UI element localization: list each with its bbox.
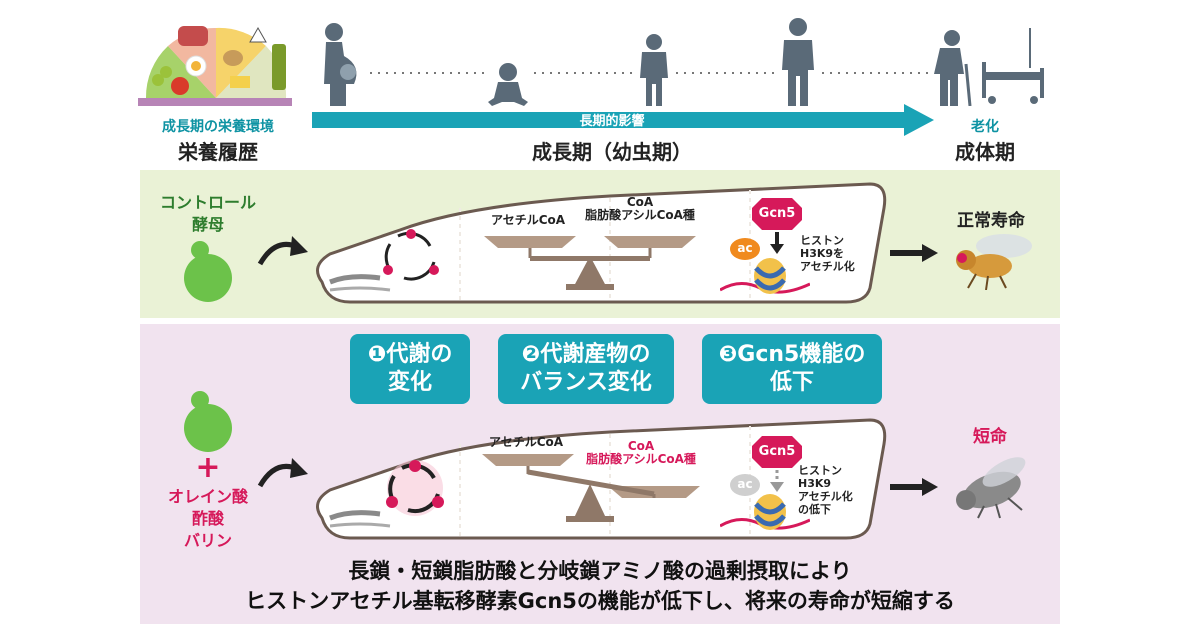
timeline-dots <box>822 72 932 74</box>
timeline-dots <box>370 72 490 74</box>
treatment-label-line3: バリン <box>183 531 232 550</box>
effect-3-line2: 低下 <box>769 370 814 395</box>
nutrition-history-title: 栄養履歴 <box>178 140 258 164</box>
fly-dead-icon <box>956 457 1026 519</box>
nucleosome-icon <box>720 494 810 530</box>
effect-box-3: ❸Gcn5機能の 低下 <box>702 334 882 404</box>
dashed-down-arrow-icon <box>770 470 784 492</box>
effect-3-line1: ❸Gcn5機能の <box>702 341 882 369</box>
treatment-label-line1: オレイン酸 <box>167 487 248 506</box>
short-lifespan-label: 短命 <box>973 427 1007 447</box>
control-yeast-label-line2: 酵母 <box>191 215 224 234</box>
ac-badge-icon <box>730 238 760 260</box>
aging-caption: 老化 <box>971 119 999 135</box>
curved-arrow-icon <box>257 458 308 488</box>
effect-1-line2: 変化 <box>387 370 432 395</box>
treatment-label-line2: 酢酸 <box>191 509 224 528</box>
control-yeast-label-line1: コントロール <box>159 193 256 212</box>
metabolic-cycle-altered-icon <box>386 460 444 516</box>
plus-sign: + <box>195 450 221 485</box>
effect-1-text1: 代謝の <box>386 342 453 367</box>
treatment-ac-label: ac <box>737 477 753 491</box>
child-icon <box>640 34 668 106</box>
effect-1-number: ❶ <box>367 342 387 367</box>
fly-alive-icon <box>956 234 1032 290</box>
control-coa-line2: 脂肪酸アシルCoA種 <box>585 208 695 222</box>
treatment-histone-line2: H3K9 <box>798 477 832 490</box>
timeline-dots <box>676 72 776 74</box>
treatment-histone-line3: アセチル化 <box>798 490 853 503</box>
treatment-histone-line4: の低下 <box>798 503 831 516</box>
effect-3-number: ❸ <box>718 342 738 367</box>
treatment-histone-label: ヒストン H3K9 アセチル化 の低下 <box>798 464 868 516</box>
effect-box-1: ❶代謝の 変化 <box>350 334 470 404</box>
long-term-arrow <box>312 104 934 136</box>
summary-line-2: ヒストンアセチル基転移酵素Gcn5の機能が低下し、将来の寿命が短縮する <box>245 589 955 613</box>
gcn5-enzyme-icon <box>752 198 802 230</box>
control-larva <box>316 182 887 304</box>
ac-badge-faded-icon <box>730 474 760 496</box>
control-histone-line1: ヒストン <box>800 234 844 247</box>
effect-2-number: ❷ <box>521 342 541 367</box>
control-gcn5-label: Gcn5 <box>758 206 796 221</box>
effect-2-line2: バランス変化 <box>520 370 652 395</box>
control-acetyl-coa-label: アセチルCoA <box>490 213 566 227</box>
effect-3-text1: Gcn5機能の <box>737 342 866 367</box>
balance-scale-icon <box>484 236 696 290</box>
summary-line-1: 長鎖・短鎖脂肪酸と分岐鎖アミノ酸の過剰摂取により <box>348 559 852 583</box>
right-arrow-icon <box>890 244 938 262</box>
long-term-caption: 長期的影響 <box>579 114 645 129</box>
effect-box-2: ❷代謝産物の バランス変化 <box>498 334 674 404</box>
gcn5-enzyme-icon <box>752 436 802 468</box>
treatment-coa-label: CoA 脂肪酸アシルCoA種 <box>576 440 706 466</box>
control-coa-line1: CoA <box>626 195 654 209</box>
curved-arrow-icon <box>257 236 308 266</box>
nucleosome-icon <box>720 258 810 294</box>
growth-stage-title: 成長期（幼虫期） <box>532 140 692 164</box>
effect-1-line1: ❶代謝の <box>350 341 470 369</box>
elderly-with-bed-icon <box>934 28 1044 106</box>
metabolic-cycle-icon <box>383 229 439 281</box>
treatment-nutrient-label: オレイン酸 酢酸 バリン <box>148 486 268 552</box>
tilted-balance-scale-icon <box>482 454 700 522</box>
treatment-histone-line1: ヒストン <box>798 464 842 477</box>
food-plate-icon <box>138 26 292 106</box>
control-histone-line3: アセチル化 <box>800 260 855 273</box>
control-histone-label: ヒストン H3K9を アセチル化 <box>800 234 870 273</box>
normal-lifespan-label: 正常寿命 <box>957 211 1025 231</box>
treatment-coa-line1: CoA <box>627 439 655 453</box>
treatment-coa-line2: 脂肪酸アシルCoA種 <box>586 452 696 466</box>
adult-icon <box>782 18 814 106</box>
treatment-acetyl-coa-label: アセチルCoA <box>488 435 564 449</box>
right-arrow-icon <box>890 478 938 496</box>
nutrition-caption: 成長期の栄養環境 <box>162 119 274 135</box>
control-coa-label: CoA 脂肪酸アシルCoA種 <box>580 196 700 222</box>
control-ac-label: ac <box>737 241 753 255</box>
timeline-dots <box>534 72 634 74</box>
effect-2-line1: ❷代謝産物の <box>498 341 674 369</box>
control-yeast-label: コントロール 酵母 <box>148 192 268 236</box>
control-histone-line2: H3K9を <box>800 247 845 260</box>
treatment-gcn5-label: Gcn5 <box>758 444 796 459</box>
yeast-icon <box>184 241 232 302</box>
yeast-icon <box>184 391 232 452</box>
down-arrow-icon <box>770 232 784 254</box>
adult-stage-title: 成体期 <box>955 140 1015 164</box>
baby-icon <box>488 63 528 106</box>
pregnant-woman-icon <box>324 23 357 106</box>
effect-2-text1: 代謝産物の <box>540 342 651 367</box>
